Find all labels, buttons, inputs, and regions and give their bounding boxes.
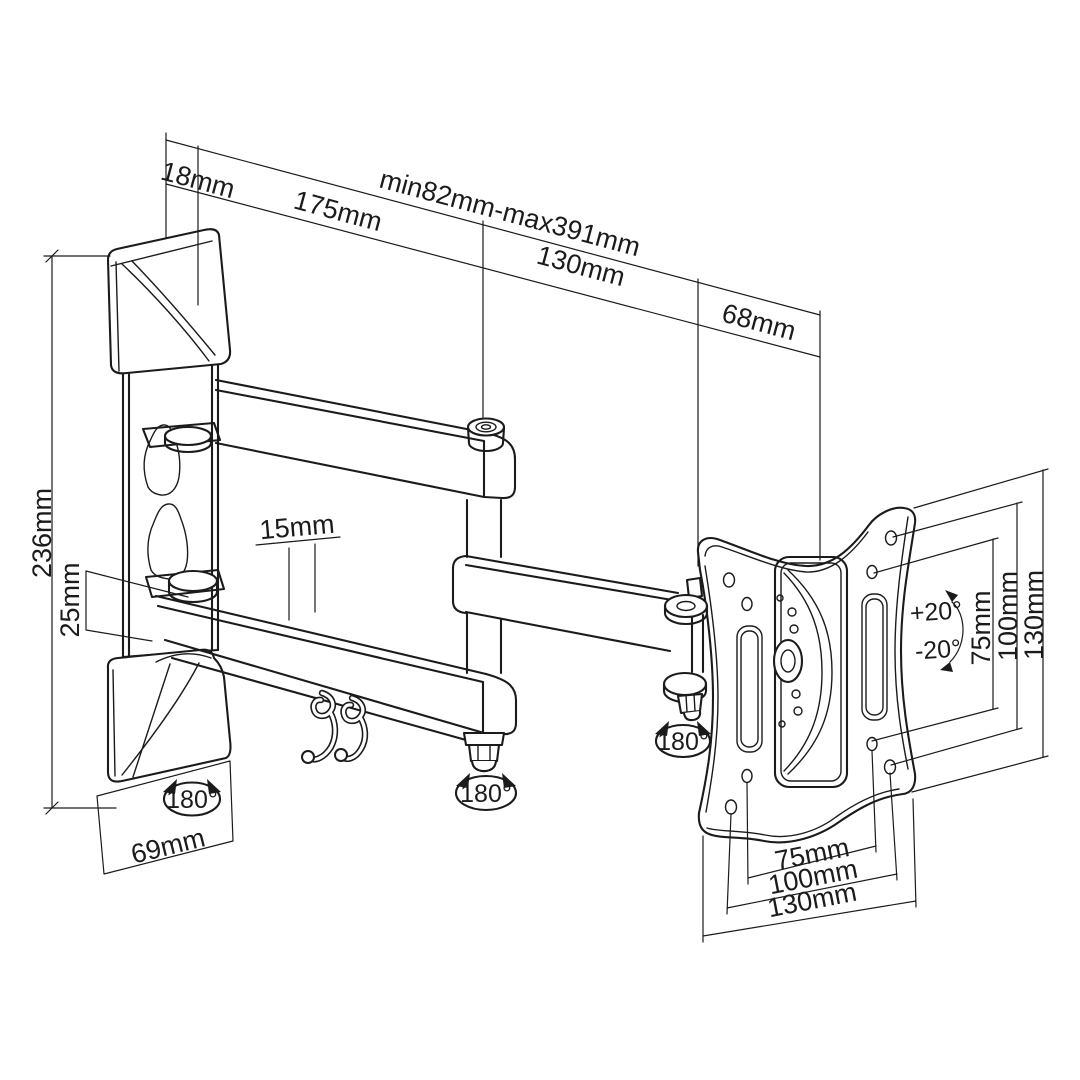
vesa100-v-dimension [890, 501, 1023, 766]
lower-arm-lug [144, 568, 226, 604]
vesa-plate [696, 506, 917, 844]
wall-plate-top-cap [106, 228, 232, 375]
upper-arm-lug [141, 421, 222, 454]
cap-depth-dimension [96, 760, 234, 875]
tilt-up-label: +20° [909, 596, 963, 628]
wall-plate-bottom-cap [106, 648, 232, 783]
lower-arm-end-block [481, 672, 518, 736]
plate-h-dimension [702, 798, 917, 943]
tilt-annotation: +20° -20° [909, 590, 964, 672]
height-dimension [43, 255, 117, 809]
dim-height-label: 236mm [27, 488, 57, 578]
tilt-down-label: -20° [914, 634, 962, 665]
extension-arm [451, 554, 680, 653]
top-dimension-band [165, 139, 821, 358]
lower-arm [154, 594, 518, 747]
dim-head-label: 68mm [719, 298, 799, 346]
rotation-badge-wall: 180° [162, 779, 222, 817]
wall-plate-body [121, 359, 220, 659]
vesa-plate-outline [696, 506, 917, 844]
rotation-badge-elbow: 180° [454, 773, 518, 812]
keyhole-slot-lower [147, 503, 189, 580]
vesa75-h-dimension [746, 750, 877, 885]
vesa-pivot [662, 576, 709, 722]
hinge-bottom-nut [462, 731, 506, 773]
upper-arm [214, 378, 517, 500]
tilt-bracket [772, 555, 849, 789]
dim-vesa100-v-label: 100mm [993, 571, 1023, 661]
dim-cap-depth-label: 69mm [128, 822, 208, 869]
wall-plate [106, 228, 232, 783]
plate-v-dimension [911, 468, 1049, 793]
vesa100-h-dimension [726, 772, 898, 915]
dim-vesa75-v-label: 75mm [966, 590, 996, 665]
dim-range-label: min82mm-max391mm [376, 164, 643, 262]
arm-width-dimension [255, 536, 341, 621]
dimension-lines [43, 132, 1049, 943]
dim-bracket-label: 25mm [55, 562, 85, 637]
bracket-dimension [85, 570, 189, 642]
cable-hooks [301, 689, 369, 764]
tilt-arc [949, 601, 964, 663]
hinge-top-pivot [466, 417, 506, 453]
swivel-head-label: 180° [657, 728, 709, 756]
rotation-badge-head: 180° [654, 721, 712, 759]
vesa75-v-dimension [871, 537, 999, 742]
upper-arm-end-block [482, 431, 517, 500]
dim-plate-v-label: 130mm [1019, 570, 1049, 660]
dim-arm-width-label: 15mm [258, 509, 335, 545]
swivel-elbow-label: 180° [460, 780, 512, 808]
vesa-slots [736, 593, 888, 753]
swivel-wall-label: 180° [166, 786, 218, 814]
hinge-column [465, 498, 503, 675]
